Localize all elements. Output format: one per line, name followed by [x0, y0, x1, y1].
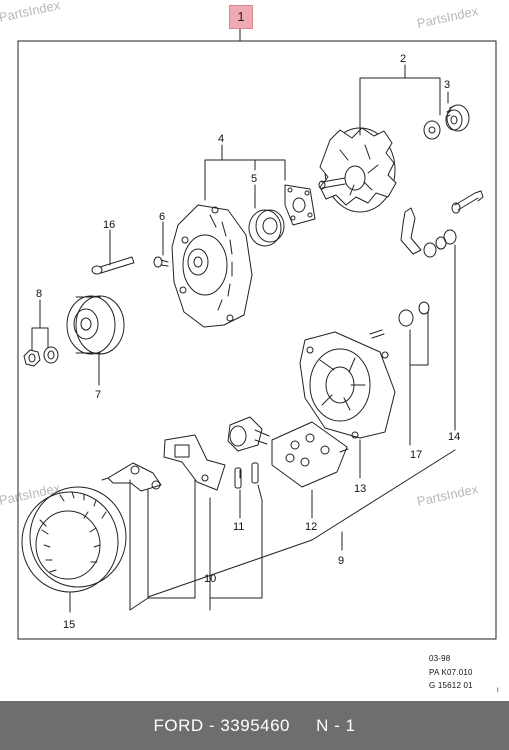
callout-16: 16 — [103, 219, 115, 231]
callout-4: 4 — [218, 133, 224, 145]
rectifier-part — [271, 421, 349, 488]
main-part-callout[interactable]: 1 — [229, 5, 253, 29]
watermark-mid-right: PartsIndex — [416, 481, 480, 509]
footer-separator: - — [208, 716, 216, 735]
watermark-top-right: PartsIndex — [416, 3, 480, 31]
front-housing-part — [171, 204, 253, 328]
small-pulley — [445, 104, 470, 132]
leader-lines — [31, 64, 456, 613]
callout-14: 14 — [448, 431, 460, 443]
terminal-plate-part — [101, 462, 162, 492]
stator-part — [21, 486, 127, 593]
terminal-stud-parts — [400, 190, 484, 258]
callout-3: 3 — [444, 79, 450, 91]
pulley-nut-part — [23, 346, 59, 367]
watermark-top-left: PartsIndex — [0, 0, 62, 25]
reference-code-2: G 15612 01 — [429, 681, 473, 690]
callout-17: 17 — [410, 449, 422, 461]
reference-date: 03-98 — [429, 654, 451, 663]
diagram-frame — [17, 40, 497, 640]
exploded-parts-diagram: PartsIndex PartsIndex PartsIndex PartsIn… — [0, 0, 497, 640]
callout-11: 11 — [233, 521, 244, 533]
callout-15: 15 — [63, 619, 75, 631]
screw-part — [153, 256, 169, 268]
callout-9: 9 — [338, 555, 344, 567]
reference-mark: I — [497, 688, 499, 694]
footer-part-number: 3395460 — [220, 716, 291, 735]
callout-13: 13 — [354, 483, 366, 495]
brush-parts — [234, 462, 259, 489]
callout-5: 5 — [251, 173, 257, 185]
callout-8: 8 — [36, 288, 42, 300]
drive-pulley-part — [66, 295, 125, 355]
reference-code-1: PA K07.010 — [429, 668, 473, 677]
terminal-cap — [398, 309, 414, 327]
terminal-washer — [418, 301, 430, 315]
brush-holder-part — [227, 416, 270, 452]
callout-6: 6 — [159, 211, 165, 223]
spacer-washer — [423, 120, 441, 140]
rotor-part — [318, 127, 397, 213]
bearing-part — [248, 209, 285, 247]
callout-12: 12 — [305, 521, 317, 533]
part-number-footer: FORD - 3395460 N - 1 — [0, 701, 509, 750]
bearing-retainer-plate — [284, 184, 316, 226]
through-bolt-part — [91, 256, 135, 275]
callout-7: 7 — [95, 389, 101, 401]
rear-housing-part — [299, 329, 396, 439]
callout-10: 10 — [204, 573, 216, 585]
footer-quantity: N - 1 — [316, 716, 356, 735]
regulator-part — [163, 434, 226, 491]
callout-2: 2 — [400, 53, 406, 65]
footer-brand: FORD — [153, 716, 204, 735]
